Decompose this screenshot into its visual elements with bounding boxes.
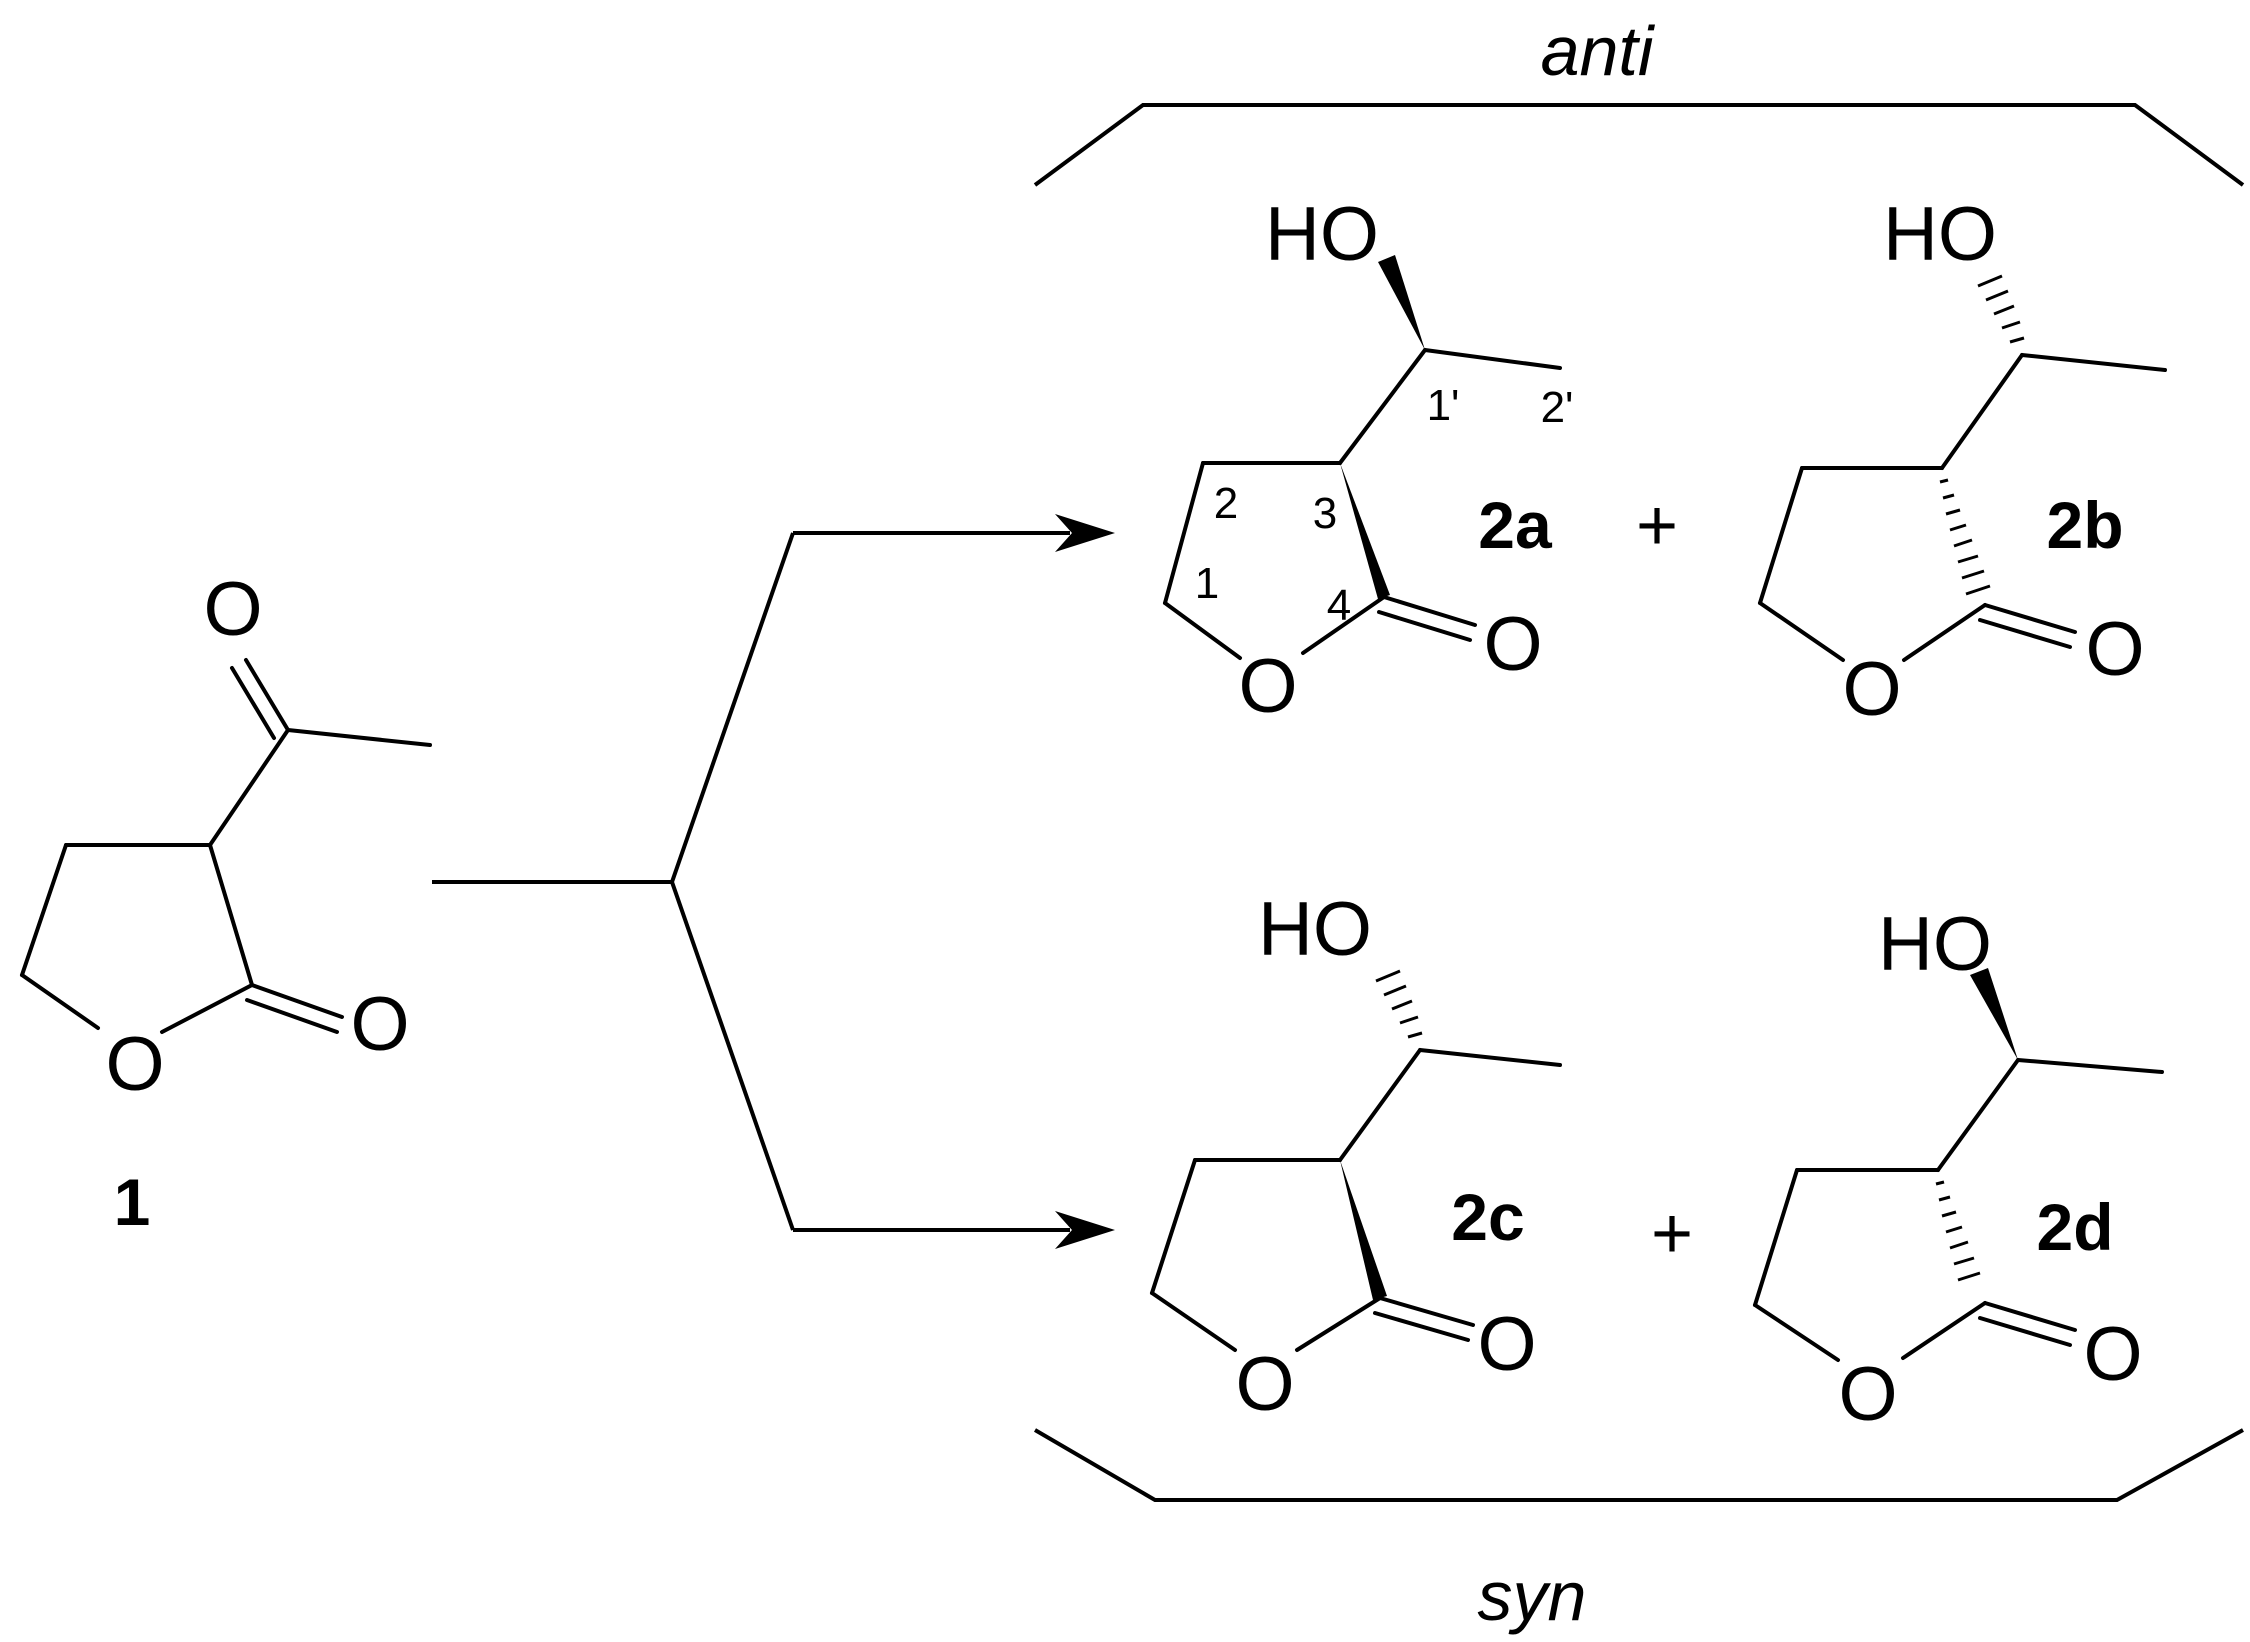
locant-4: 4 — [1327, 581, 1351, 630]
bond — [1377, 610, 1472, 642]
bond — [2016, 1058, 2164, 1074]
anti-bracket — [1033, 103, 2245, 187]
bond — [1758, 601, 1845, 662]
product-2a: HO O O 1 2 3 4 1' 2' 2a — [1163, 192, 1574, 729]
bond — [1936, 1058, 2020, 1172]
hash-bond — [1935, 1180, 1981, 1282]
wedge-bond — [1340, 1160, 1387, 1300]
compound-label-2c: 2c — [1451, 1180, 1524, 1254]
bond — [1753, 1168, 1799, 1307]
bond — [1978, 618, 2072, 649]
reactant-1 — [20, 658, 432, 1034]
compound-label-2b: 2b — [2046, 488, 2123, 562]
locant-2: 2 — [1214, 479, 1238, 528]
bond — [1940, 353, 2024, 470]
syn-caption: syn — [1478, 1557, 1587, 1635]
bond — [1901, 1301, 1987, 1360]
ring-oxygen-atom: O — [1238, 644, 1297, 729]
carbonyl-oxygen-atom: O — [203, 567, 262, 652]
carbonyl-oxygen-atom: O — [1477, 1302, 1536, 1387]
bond — [160, 983, 254, 1034]
ring-oxygen-atom: O — [105, 1022, 164, 1107]
lactone-oxygen-atom: O — [350, 982, 409, 1067]
bond — [1163, 601, 1242, 660]
bond — [1338, 1048, 1422, 1162]
locant-2-prime: 2' — [1541, 383, 1574, 432]
carbonyl-oxygen-atom: O — [2085, 607, 2144, 692]
arrowhead-syn — [1055, 1211, 1115, 1249]
product-2c: HO O O 2c — [1150, 887, 1562, 1427]
product-2b: HO O O 2b — [1758, 192, 2167, 732]
bond — [208, 843, 254, 987]
arrow-branch-down — [670, 881, 795, 1231]
plus-sign-anti: + — [1636, 486, 1678, 566]
wedge-bond — [1340, 463, 1390, 599]
locant-1: 1 — [1195, 559, 1219, 608]
arrowhead-anti — [1055, 514, 1115, 552]
bond — [1423, 348, 1562, 370]
hydroxyl-group: HO — [1265, 192, 1379, 277]
bond — [1978, 1316, 2072, 1347]
hash-bond — [1977, 274, 2025, 344]
bond — [20, 843, 68, 977]
compound-label-2a: 2a — [1478, 488, 1553, 562]
locant-1-prime: 1' — [1427, 381, 1460, 430]
ring-oxygen-atom: O — [1838, 1352, 1897, 1437]
bond — [1758, 466, 1804, 605]
syn-bracket — [1033, 1428, 2244, 1502]
bond — [1902, 603, 1987, 662]
bond — [1338, 348, 1427, 465]
bond — [2020, 353, 2167, 372]
carbonyl-oxygen-atom: O — [2083, 1312, 2142, 1397]
hydroxyl-group: HO — [1883, 192, 1997, 277]
compound-label-1: 1 — [114, 1165, 151, 1239]
hydroxyl-group: HO — [1258, 887, 1372, 972]
bond — [1150, 1291, 1237, 1352]
bond — [1753, 1303, 1840, 1362]
bond — [1373, 1311, 1470, 1342]
bond — [1150, 1158, 1197, 1295]
locant-3: 3 — [1313, 489, 1337, 538]
bond — [1418, 1048, 1562, 1067]
bond — [250, 983, 344, 1019]
carbonyl-oxygen-atom: O — [1483, 602, 1542, 687]
hydroxyl-group: HO — [1878, 902, 1992, 987]
ring-oxygen-atom: O — [1842, 647, 1901, 732]
wedge-bond — [1970, 968, 2018, 1060]
arrow-branch-up — [670, 532, 795, 883]
bond — [208, 728, 290, 847]
bond — [245, 998, 339, 1034]
bond — [1295, 1296, 1382, 1352]
anti-caption: anti — [1541, 12, 1656, 90]
bond — [20, 973, 100, 1030]
bond — [244, 658, 290, 732]
hash-bond — [1375, 969, 1423, 1039]
compound-label-2d: 2d — [2036, 1190, 2113, 1264]
bond — [1301, 595, 1386, 655]
bond — [1983, 603, 2077, 634]
bond — [1378, 1296, 1475, 1327]
bond — [1983, 1301, 2077, 1332]
hash-bond — [1939, 478, 1991, 596]
bond — [286, 728, 432, 747]
plus-sign-syn: + — [1651, 1194, 1693, 1274]
ring-oxygen-atom: O — [1235, 1342, 1294, 1427]
bond — [1382, 595, 1477, 627]
wedge-bond — [1378, 255, 1425, 350]
bond — [230, 666, 276, 740]
bond — [1163, 461, 1205, 605]
product-2d: HO O O 2d — [1753, 902, 2164, 1437]
branching-arrows — [432, 531, 1070, 1232]
